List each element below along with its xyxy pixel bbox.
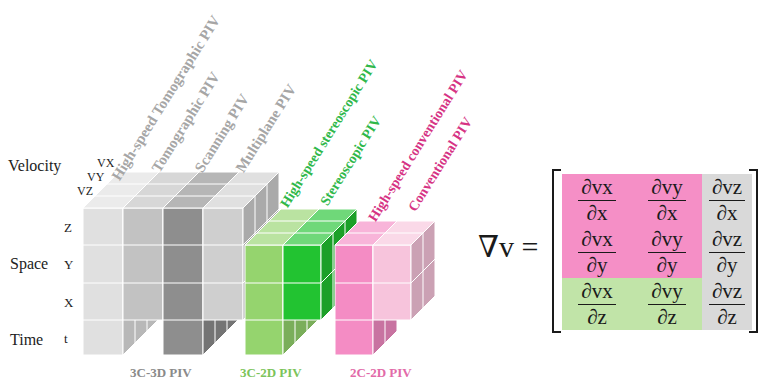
matrix-cell: ∂vy∂x: [632, 174, 702, 226]
fraction-numerator: ∂vz: [709, 279, 745, 304]
grid-line: [385, 233, 423, 234]
fraction-numerator: ∂vz: [709, 175, 745, 200]
matrix-cell: ∂vx∂x: [562, 174, 632, 226]
grid-line: [163, 245, 203, 246]
grid-line: [215, 196, 255, 197]
axis-tick: X: [64, 296, 73, 309]
block-front: [123, 208, 163, 320]
block-front: [245, 245, 283, 355]
fraction-denominator: ∂y: [584, 253, 611, 277]
fraction-numerator: ∂vy: [648, 175, 685, 200]
grid-line: [257, 233, 295, 234]
grid-line: [123, 283, 163, 284]
method-label: Conventional PIV: [406, 115, 475, 214]
component-label: VX: [97, 157, 114, 169]
matrix-cell: ∂vz∂z: [702, 278, 752, 330]
axis-tick: Z: [64, 221, 72, 234]
fraction-denominator: ∂x: [584, 201, 611, 225]
grid-line: [423, 233, 424, 308]
grid-line: [347, 233, 385, 234]
grid-line: [135, 196, 175, 197]
axis-tick: t: [64, 332, 68, 345]
fraction-numerator: ∂vy: [648, 227, 685, 252]
gradient-symbol: ∇v =: [478, 232, 538, 262]
grid-line: [335, 283, 373, 284]
matrix-cell: ∂vx∂y: [562, 226, 632, 278]
matrix-cell: ∂vz∂x: [702, 174, 752, 226]
fraction-denominator: ∂x: [654, 201, 681, 225]
grid-line: [147, 184, 187, 185]
matrix-bracket: [553, 170, 561, 332]
block-front: [373, 245, 411, 320]
grid-line: [335, 320, 373, 321]
grid-line: [163, 320, 203, 321]
group-label: 3C-3D PIV: [130, 366, 192, 379]
grid-line: [203, 283, 243, 284]
grid-line: [227, 184, 267, 185]
grid-line: [187, 184, 227, 185]
block-front: [335, 245, 373, 355]
grid-line: [269, 221, 307, 222]
grid-line: [373, 283, 411, 284]
grid-line: [203, 245, 243, 246]
block-front: [203, 208, 243, 320]
axis-label: Time: [10, 332, 43, 348]
matrix-cell: ∂vy∂z: [632, 278, 702, 330]
component-label: VZ: [77, 185, 93, 197]
fraction-denominator: ∂y: [654, 253, 681, 277]
block-front: [283, 245, 321, 320]
matrix-cell: ∂vy∂y: [632, 226, 702, 278]
grid-line: [95, 196, 135, 197]
component-label: VY: [87, 171, 104, 183]
grid-line: [295, 233, 333, 234]
grid-line: [83, 283, 123, 284]
matrix-cell: ∂vz∂y: [702, 226, 752, 278]
grid-line: [83, 245, 123, 246]
group-label: 3C-2D PIV: [240, 366, 302, 379]
grid-line: [245, 283, 283, 284]
grid-line: [333, 233, 334, 308]
grid-line: [107, 184, 147, 185]
fraction-numerator: ∂vz: [709, 227, 745, 252]
grid-line: [245, 320, 283, 321]
block-front: [83, 208, 123, 355]
grid-line: [123, 245, 163, 246]
grid-line: [163, 283, 203, 284]
axis-tick: Y: [64, 258, 73, 271]
fraction-numerator: ∂vx: [578, 227, 615, 252]
fraction-denominator: ∂z: [654, 305, 680, 329]
grid-line: [83, 320, 123, 321]
fraction-denominator: ∂z: [714, 305, 740, 329]
fraction-denominator: ∂z: [584, 305, 610, 329]
matrix-cell: ∂vx∂z: [562, 278, 632, 330]
axis-label: Velocity: [8, 158, 61, 174]
axis-label: Space: [10, 256, 48, 272]
fraction-denominator: ∂x: [714, 201, 741, 225]
fraction-denominator: ∂y: [714, 253, 741, 277]
group-label: 2C-2D PIV: [350, 366, 412, 379]
fraction-numerator: ∂vx: [578, 175, 615, 200]
fraction-numerator: ∂vx: [578, 279, 615, 304]
block-side: [411, 221, 435, 320]
block-front: [163, 208, 203, 355]
grid-line: [307, 221, 345, 222]
grid-line: [175, 196, 215, 197]
fraction-numerator: ∂vy: [648, 279, 685, 304]
grid-line: [283, 283, 321, 284]
